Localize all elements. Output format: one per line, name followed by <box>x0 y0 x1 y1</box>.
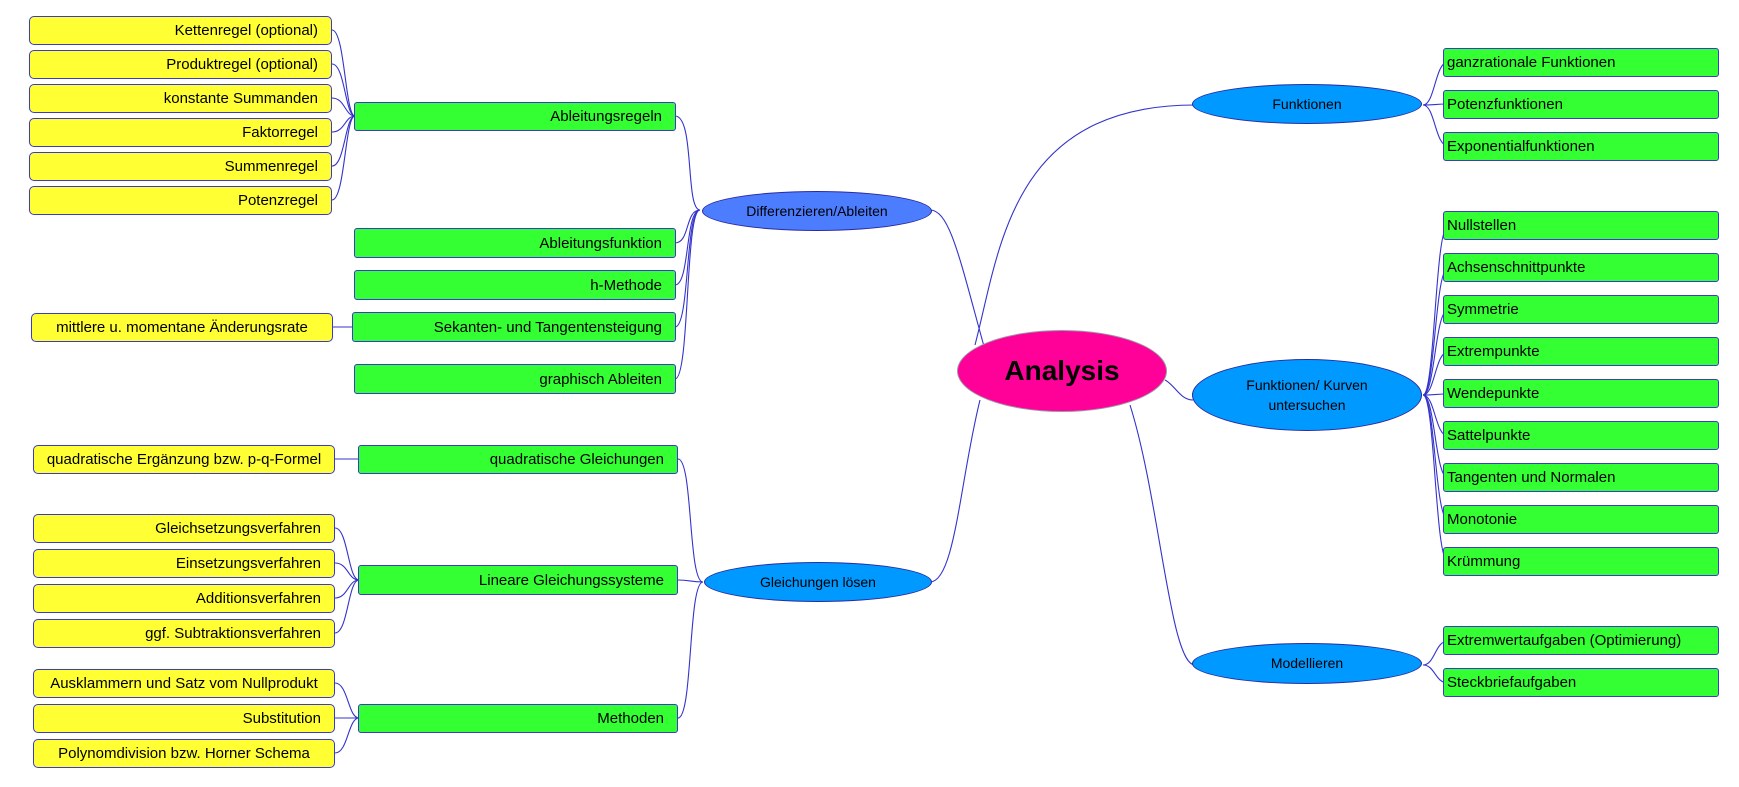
leaf-konstante-summanden[interactable]: konstante Summanden <box>29 84 332 113</box>
node-methoden[interactable]: Methoden <box>358 704 678 733</box>
node-extremwertaufgaben[interactable]: Extremwertaufgaben (Optimierung) <box>1443 626 1719 655</box>
branch-differenzieren[interactable]: Differenzieren/Ableiten <box>702 191 932 231</box>
branch-kurven-label-line2: untersuchen <box>1268 397 1346 413</box>
leaf-gleichsetzungsverfahren[interactable]: Gleichsetzungsverfahren <box>33 514 335 543</box>
node-symmetrie[interactable]: Symmetrie <box>1443 295 1719 324</box>
leaf-additionsverfahren[interactable]: Additionsverfahren <box>33 584 335 613</box>
node-potenzfunktionen[interactable]: Potenzfunktionen <box>1443 90 1719 119</box>
root-node-analysis[interactable]: Analysis <box>957 330 1167 412</box>
branch-gleichungen-loesen[interactable]: Gleichungen lösen <box>704 562 932 602</box>
leaf-produktregel[interactable]: Produktregel (optional) <box>29 50 332 79</box>
leaf-einsetzungsverfahren[interactable]: Einsetzungsverfahren <box>33 549 335 578</box>
branch-kurven-untersuchen[interactable]: Funktionen/ Kurven untersuchen <box>1192 359 1422 431</box>
node-achsenschnittpunkte[interactable]: Achsenschnittpunkte <box>1443 253 1719 282</box>
branch-funktionen[interactable]: Funktionen <box>1192 84 1422 124</box>
branch-modellieren[interactable]: Modellieren <box>1192 643 1422 684</box>
node-sekanten-tangentensteigung[interactable]: Sekanten- und Tangentensteigung <box>352 312 676 342</box>
leaf-ausklammern-nullprodukt[interactable]: Ausklammern und Satz vom Nullprodukt <box>33 669 335 698</box>
branch-kurven-label-line1: Funktionen/ Kurven <box>1246 376 1368 393</box>
node-monotonie[interactable]: Monotonie <box>1443 505 1719 534</box>
leaf-polynomdivision[interactable]: Polynomdivision bzw. Horner Schema <box>33 739 335 768</box>
node-kruemmung[interactable]: Krümmung <box>1443 547 1719 576</box>
leaf-substitution[interactable]: Substitution <box>33 704 335 733</box>
leaf-subtraktionsverfahren[interactable]: ggf. Subtraktionsverfahren <box>33 619 335 648</box>
node-wendepunkte[interactable]: Wendepunkte <box>1443 379 1719 408</box>
leaf-quadratische-ergaenzung[interactable]: quadratische Ergänzung bzw. p-q-Formel <box>33 445 335 474</box>
leaf-aenderungsrate[interactable]: mittlere u. momentane Änderungsrate <box>31 313 333 342</box>
node-ableitungsfunktion[interactable]: Ableitungsfunktion <box>354 228 676 258</box>
leaf-faktorregel[interactable]: Faktorregel <box>29 118 332 147</box>
leaf-summenregel[interactable]: Summenregel <box>29 152 332 181</box>
leaf-kettenregel[interactable]: Kettenregel (optional) <box>29 16 332 45</box>
node-nullstellen[interactable]: Nullstellen <box>1443 211 1719 240</box>
node-steckbriefaufgaben[interactable]: Steckbriefaufgaben <box>1443 668 1719 697</box>
node-sattelpunkte[interactable]: Sattelpunkte <box>1443 421 1719 450</box>
node-extrempunkte[interactable]: Extrempunkte <box>1443 337 1719 366</box>
node-ableitungsregeln[interactable]: Ableitungsregeln <box>354 102 676 131</box>
node-quadratische-gleichungen[interactable]: quadratische Gleichungen <box>358 445 678 474</box>
node-exponentialfunktionen[interactable]: Exponentialfunktionen <box>1443 132 1719 161</box>
leaf-potenzregel[interactable]: Potenzregel <box>29 186 332 215</box>
node-ganzrationale-funktionen[interactable]: ganzrationale Funktionen <box>1443 48 1719 77</box>
node-tangenten-normalen[interactable]: Tangenten und Normalen <box>1443 463 1719 492</box>
node-h-methode[interactable]: h-Methode <box>354 270 676 300</box>
node-lineare-gleichungssysteme[interactable]: Lineare Gleichungssysteme <box>358 565 678 595</box>
node-graphisch-ableiten[interactable]: graphisch Ableiten <box>354 364 676 394</box>
